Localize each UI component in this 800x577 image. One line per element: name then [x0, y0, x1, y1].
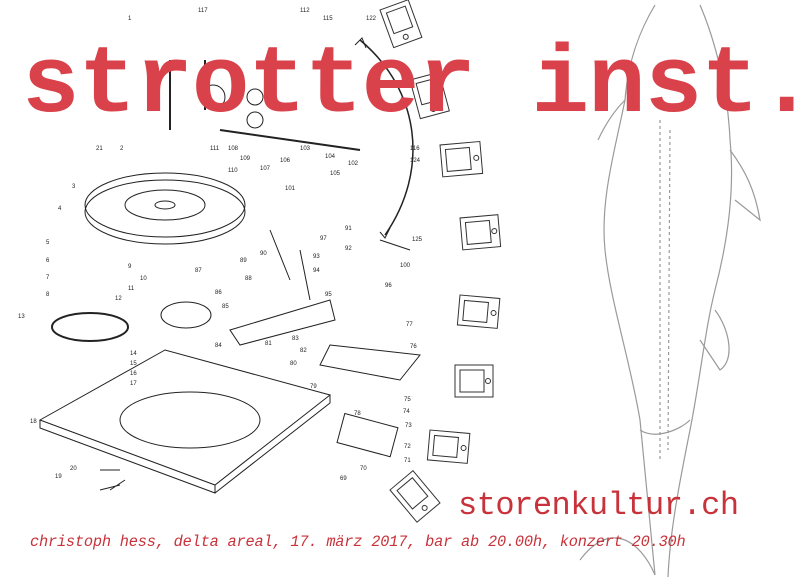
part-number: 109 — [240, 156, 251, 162]
part-number: 104 — [325, 154, 336, 160]
part-number: 20 — [70, 466, 77, 472]
part-number: 14 — [130, 351, 137, 357]
base-plate — [38, 349, 332, 494]
part-number: 74 — [403, 409, 410, 415]
part-number: 122 — [366, 16, 377, 22]
part-number: 96 — [385, 283, 392, 289]
part-number: 13 — [18, 314, 25, 320]
part-number: 106 — [280, 158, 291, 164]
mousetraps — [379, 0, 502, 523]
part-number: 80 — [290, 361, 297, 367]
part-number: 9 — [128, 264, 132, 270]
fish-sketch — [579, 4, 761, 577]
part-number: 75 — [404, 397, 411, 403]
part-number: 71 — [404, 458, 411, 464]
part-number: 15 — [130, 361, 137, 367]
part-number: 111 — [210, 146, 220, 152]
platter — [84, 172, 246, 238]
part-number: 73 — [405, 423, 412, 429]
part-number: 91 — [345, 226, 352, 232]
part-number: 6 — [46, 258, 50, 264]
poster-title: strotter inst. — [22, 31, 800, 140]
part-number: 5 — [46, 240, 50, 246]
part-number: 10 — [140, 276, 147, 282]
part-number: 78 — [354, 411, 361, 417]
tonearm-base — [229, 299, 336, 346]
part-number: 89 — [240, 258, 247, 264]
part-number: 103 — [300, 146, 311, 152]
part-number: 7 — [46, 275, 50, 281]
part-number: 97 — [320, 236, 327, 242]
part-number: 101 — [285, 186, 296, 192]
curved-arrow — [359, 39, 414, 236]
part-number: 2 — [120, 146, 124, 152]
part-number: 8 — [46, 292, 50, 298]
part-number: 17 — [130, 381, 137, 387]
part-number: 95 — [325, 292, 332, 298]
part-number: 81 — [265, 341, 272, 347]
part-number: 76 — [410, 344, 417, 350]
part-number: 124 — [410, 158, 421, 164]
part-number: 87 — [195, 268, 202, 274]
part-number: 115 — [323, 16, 333, 22]
part-number: 94 — [313, 268, 320, 274]
belt — [51, 312, 129, 342]
part-number: 79 — [310, 384, 317, 390]
part-number: 116 — [410, 146, 420, 152]
part-number: 100 — [400, 263, 411, 269]
part-number: 21 — [96, 146, 103, 152]
part-number: 85 — [222, 304, 229, 310]
part-number: 92 — [345, 246, 352, 252]
event-info: christoph hess, delta areal, 17. märz 20… — [30, 533, 686, 551]
part-number: 108 — [228, 146, 239, 152]
part-number: 1 — [128, 16, 132, 22]
part-number: 90 — [260, 251, 267, 257]
part-number: 18 — [30, 419, 37, 425]
part-number: 117 — [198, 8, 208, 14]
part-number: 110 — [228, 168, 238, 174]
part-number: 19 — [55, 474, 62, 480]
part-number: 70 — [360, 466, 367, 472]
part-number: 84 — [215, 343, 222, 349]
part-number: 112 — [300, 8, 310, 14]
part-number-labels: 1171234567891011121314151617181920211011… — [18, 8, 423, 482]
part-number: 12 — [115, 296, 122, 302]
part-number: 88 — [245, 276, 252, 282]
part-number: 4 — [58, 206, 62, 212]
part-number: 125 — [412, 237, 423, 243]
part-number: 3 — [72, 184, 76, 190]
part-number: 16 — [130, 371, 137, 377]
part-number: 83 — [292, 336, 299, 342]
turntable-diagram — [38, 37, 421, 494]
part-number: 105 — [330, 171, 341, 177]
part-number: 69 — [340, 476, 347, 482]
part-number: 107 — [260, 166, 271, 172]
part-number: 93 — [313, 254, 320, 260]
part-number: 11 — [128, 286, 135, 292]
part-number: 82 — [300, 348, 307, 354]
part-number: 72 — [404, 444, 411, 450]
website-link[interactable]: storenkultur.ch — [458, 487, 739, 524]
part-number: 102 — [348, 161, 359, 167]
pulley — [160, 301, 212, 329]
part-number: 86 — [215, 290, 222, 296]
part-number: 77 — [406, 322, 413, 328]
